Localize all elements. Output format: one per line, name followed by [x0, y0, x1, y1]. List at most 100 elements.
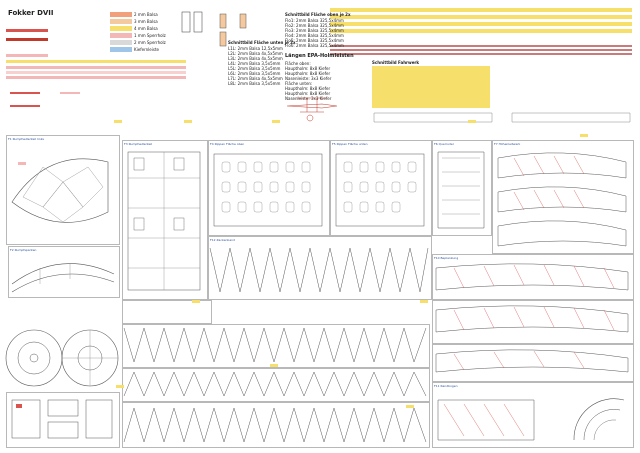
label-marker: [10, 105, 40, 107]
wingtip-part: [437, 398, 625, 441]
biplane-sketch-icon: [286, 97, 338, 122]
panel-sheeting-2: [432, 300, 634, 344]
info-line: L7L: 2mm Balsa 4x,5x5mm: [228, 76, 283, 81]
top-bar-yellow: [330, 8, 632, 12]
swatch-kiefer: [110, 47, 132, 52]
label-marker: [60, 92, 80, 94]
panel-label: F1 Rumpfseitenteil links: [8, 137, 44, 141]
legend-pink-bar: [6, 54, 48, 57]
info-line: Hauptholm: 8x8 Kiefer: [285, 86, 331, 91]
panel-label: F2 Rumpfspanten: [10, 248, 37, 252]
swatch-label: 2 mm Sperrholz: [134, 40, 166, 45]
info-line: L8L: 2mm Balsa 3,5x5mm: [228, 81, 281, 86]
legend-pink-long-bar: [6, 66, 186, 69]
tag-highlight: [468, 120, 476, 123]
info-line: Hauptholm: 8x8 Kiefer: [285, 71, 331, 76]
info-line: Flo1: 2mm Balsa 325,5x4mm: [285, 18, 344, 23]
info-line: L6L: 2mm Balsa 3,5x5mm: [228, 71, 281, 76]
panel-sheeting-3: [432, 344, 634, 382]
top-bar-yellow-4: [330, 29, 632, 33]
panel-zigzag-bottom: [122, 402, 430, 448]
swatch-label: 3 mm Balsa: [134, 19, 158, 24]
top-bar-yellow-2: [330, 15, 632, 19]
panel-zigzag-middle: [122, 324, 430, 368]
legend-red-bar: [6, 29, 48, 32]
swatch-label: 4 mm Balsa: [134, 26, 158, 31]
info-line: Flo2: 2mm Balsa 325,5x4mm: [285, 23, 344, 28]
panel-fuselage-side: [6, 135, 120, 245]
info-line: L3L: 2mm Balsa 4x,5x5mm: [228, 56, 283, 61]
info-line: Flo5: 2mm Balsa 325,5x4mm: [285, 38, 344, 43]
ailerons-part: [437, 151, 485, 229]
panel-lower-ribs: [330, 140, 432, 236]
zigzag-lower-part: [123, 371, 427, 397]
top-bar-red-2: [330, 49, 632, 51]
small-parts: [11, 399, 113, 439]
sheeting-part-2: [435, 305, 629, 333]
tag-highlight: [116, 385, 124, 388]
swatch-4mm-balsa: [110, 26, 132, 31]
info-line: Flo6: 2mm Balsa 325,5x4mm: [285, 43, 344, 48]
panel-small-parts: [6, 392, 120, 448]
tailplane-part: [497, 152, 627, 247]
info-line: Nasenleiste: 3x3 Kiefer: [285, 76, 332, 81]
lower-ribs-part: [335, 153, 425, 227]
swatch-3mm-balsa: [110, 19, 132, 24]
swatch-2mm-balsa: [110, 12, 132, 17]
tag-highlight: [114, 120, 122, 123]
info-line: L4L: 2mm Balsa 3,5x5mm: [228, 61, 281, 66]
info-heading: Schnittbild Fahrwerk: [372, 60, 420, 65]
tag-highlight: [184, 120, 192, 123]
info-line: Nasenleiste: 3x3 Kiefer: [285, 96, 332, 101]
top-bar-yellow-3: [330, 22, 632, 26]
panel-ailerons: [432, 140, 492, 236]
info-line: Flo3: 2mm Balsa 325,5x4mm: [285, 28, 344, 33]
tag-highlight: [420, 300, 428, 303]
info-heading: Längen EPA-Holmleisten: [285, 53, 354, 59]
panel-label: F4 Rippen Fläche oben: [210, 142, 245, 146]
swatch-label: 2 mm Balsa: [134, 12, 158, 17]
formers-part: [11, 263, 115, 293]
wheels-part: [5, 329, 119, 387]
swatch-1mm-sperrholz: [110, 33, 132, 38]
tag-highlight: [580, 134, 588, 137]
swatch-label: 1 mm Sperrholz: [134, 33, 166, 38]
panel-label: F7 Höhenleitwerk: [494, 142, 521, 146]
tag-highlight: [406, 405, 414, 408]
panel-zigzag-upper: [208, 236, 432, 300]
panel-sheeting: [432, 254, 634, 300]
panel-label: F10 Beplankung: [434, 256, 459, 260]
tag-highlight: [270, 364, 278, 367]
swatch-2mm-sperrholz: [110, 40, 132, 45]
info-line: L1L: 2mm Balsa 12,5x5mm: [228, 46, 283, 51]
panel-formers: [8, 246, 120, 298]
fahrwerk-yellow-block: [372, 66, 490, 108]
fuselage-side-part: [11, 158, 109, 223]
tag-highlight: [272, 120, 280, 123]
zigzag-upper-part: [209, 247, 429, 293]
sheeting-part: [435, 263, 629, 291]
panel-label: F11 Randbogen: [434, 384, 458, 388]
top-bar-red: [330, 45, 632, 47]
parts-icons: [181, 11, 247, 47]
fuselage-middle-part: [127, 151, 201, 291]
panel-fuselage-middle: [122, 140, 208, 300]
tag-highlight: [192, 300, 200, 303]
panel-label: F6 Querruder: [434, 142, 454, 146]
legend-yellow-bar: [6, 60, 186, 63]
label-marker: [10, 92, 40, 94]
legend-pink-long-bar-3: [6, 76, 186, 79]
panel-label: F3 Rumpfseitenteil: [124, 142, 153, 146]
panel-tailplane: [492, 140, 634, 254]
panel-upper-ribs: [208, 140, 330, 236]
zigzag-bottom-part: [123, 407, 427, 443]
info-line: L5L: 2mm Balsa 3,5x5mm: [228, 66, 281, 71]
info-line: Hauptholm: 8x8 Kiefer: [285, 66, 331, 71]
upper-ribs-part: [213, 153, 323, 227]
panel-strip-a: [122, 300, 212, 324]
info-line: Fläche oben:: [285, 61, 311, 66]
panel-wingtip: [432, 382, 634, 448]
info-line: L2L: 2mm Balsa 4x,5x5mm: [228, 51, 283, 56]
info-line: Flo4: 2mm Balsa 325,5x4mm: [285, 33, 344, 38]
